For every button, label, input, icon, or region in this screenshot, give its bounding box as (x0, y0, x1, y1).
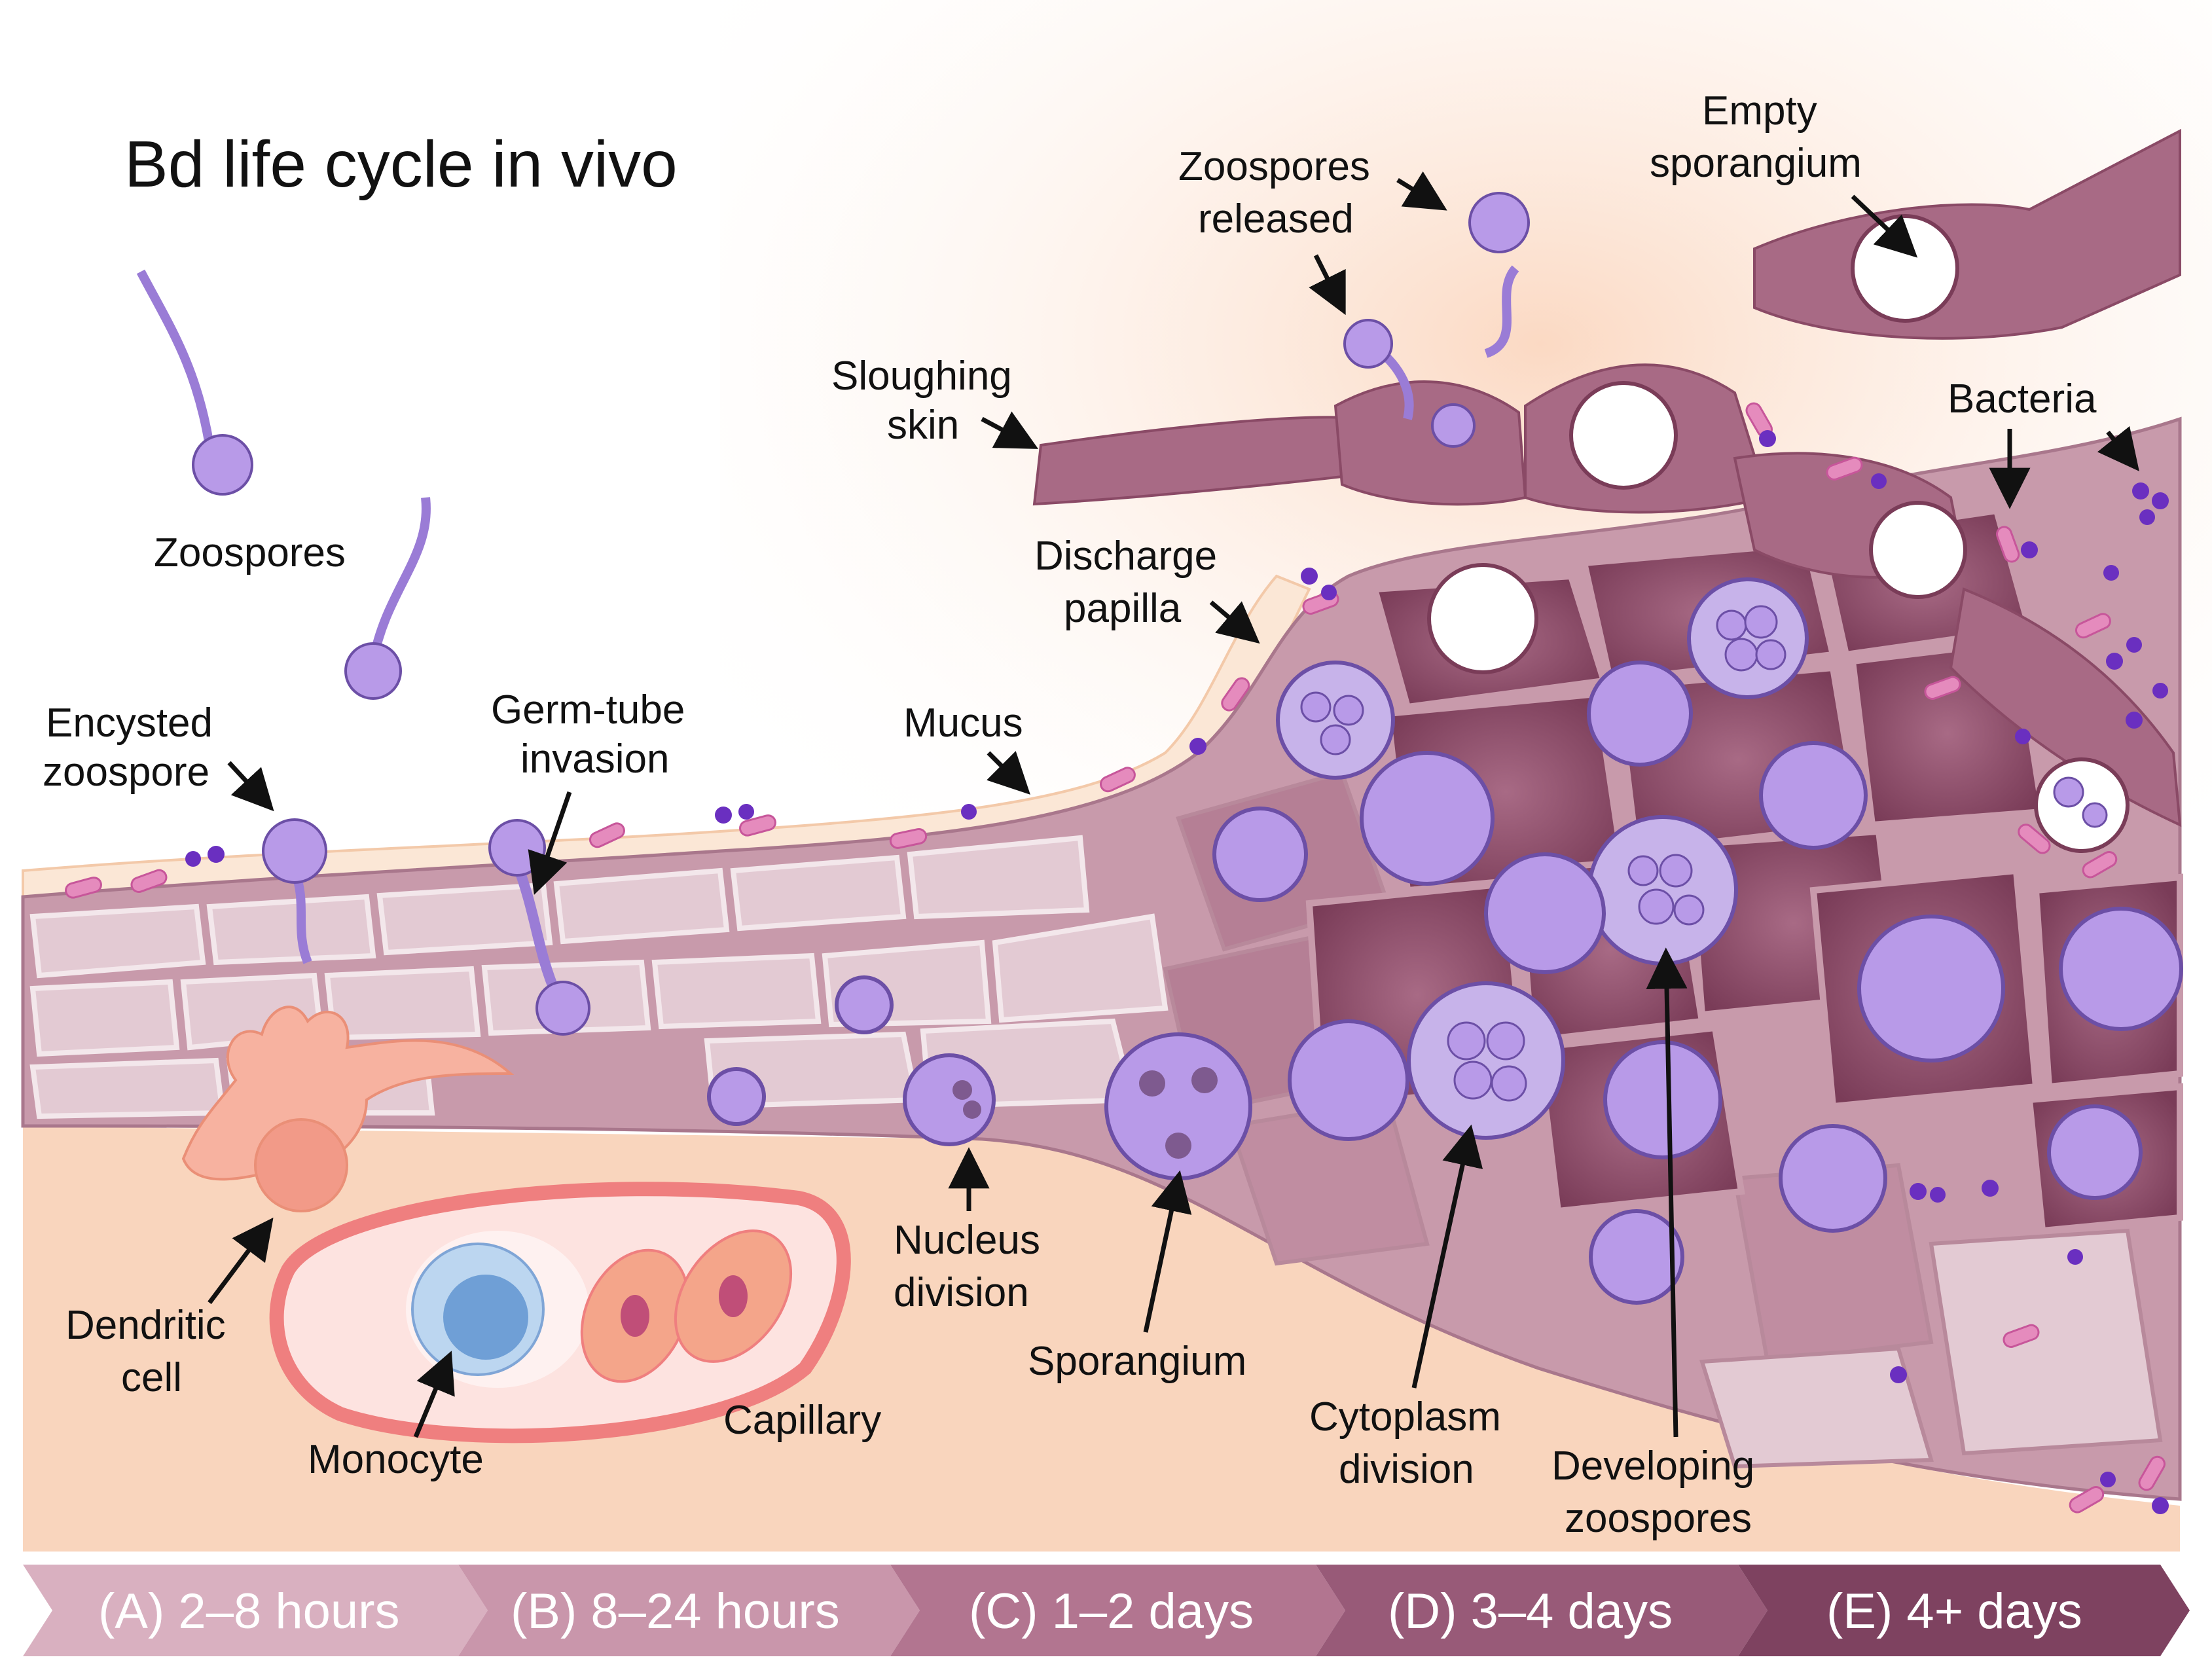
label-capillary: Capillary (723, 1398, 881, 1443)
arrow-developing (1646, 947, 1688, 1438)
label-papilla-2: papilla (1064, 586, 1182, 631)
encysted-zoospores (262, 818, 590, 1036)
label-arrows (208, 171, 2139, 1438)
stage-chevron-b (458, 1565, 920, 1656)
arrow-germ-tube (528, 791, 572, 895)
stage-label-a: (A) 2–8 hours (98, 1584, 399, 1639)
stage-chevron-a (23, 1565, 488, 1656)
label-cytoplasm-2: division (1339, 1447, 1474, 1492)
timeline-bar: (A) 2–8 hours (B) 8–24 hours (C) 1–2 day… (23, 1565, 2190, 1656)
monocyte-cell (411, 1243, 545, 1376)
red-blood-cells (580, 1229, 793, 1383)
label-zoospores: Zoospores (154, 530, 346, 575)
bacteria-cocci (185, 430, 2169, 1514)
arrow-bacteria-right (2097, 426, 2139, 471)
stage-chevron-c (890, 1565, 1345, 1656)
arrow-cytoplasm (1411, 1124, 1483, 1389)
label-released-2: released (1198, 196, 1354, 242)
stage-label-d: (D) 3–4 days (1388, 1584, 1673, 1639)
arrow-papilla (1209, 600, 1260, 644)
label-bacteria: Bacteria (1948, 376, 2097, 422)
stage-label-e: (E) 4+ days (1826, 1584, 2082, 1639)
label-sloughing-1: Sloughing (831, 354, 1012, 399)
label-dendritic-2: cell (121, 1355, 182, 1400)
label-developing-1: Developing (1551, 1443, 1754, 1489)
zoospores-free (136, 192, 1530, 700)
arrow-monocyte (413, 1351, 455, 1438)
label-papilla-1: Discharge (1034, 534, 1217, 579)
arrow-sloughing (981, 411, 1039, 449)
label-germ-1: Germ-tube (491, 687, 685, 733)
label-monocyte: Monocyte (308, 1437, 484, 1482)
label-nucleus-1: Nucleus (894, 1218, 1040, 1263)
diagram-title: Bd life cycle in vivo (124, 128, 678, 201)
label-developing-2: zoospores (1565, 1496, 1752, 1541)
stage-chevron-e (1738, 1565, 2190, 1656)
label-empty-2: sporangium (1650, 141, 1862, 186)
arrow-released-left (1309, 254, 1346, 316)
dendritic-cell (181, 1006, 515, 1212)
label-released-1: Zoospores (1178, 144, 1370, 189)
label-encysted-2: zoospore (43, 750, 209, 795)
bacteria-rods (65, 402, 2166, 1514)
sporangium-nuclei (952, 1067, 1218, 1159)
label-sloughing-2: skin (887, 403, 959, 448)
stage-label-b: (B) 8–24 hours (511, 1584, 840, 1639)
developing-zoospore-spheres (1300, 605, 2108, 1102)
arrow-encysted (227, 761, 274, 812)
arrow-empty (1851, 194, 1918, 258)
sporangia (707, 577, 2183, 1305)
stage-chevron-d (1316, 1565, 1768, 1656)
epidermal-cells-left (29, 835, 1169, 1119)
label-mucus: Mucus (903, 700, 1023, 746)
label-germ-2: invasion (520, 736, 669, 782)
arrow-dendritic (208, 1217, 274, 1305)
label-nucleus-2: division (894, 1270, 1029, 1315)
arrow-sporangium (1143, 1170, 1192, 1333)
label-empty-1: Empty (1702, 88, 1817, 134)
stage-label-c: (C) 1–2 days (969, 1584, 1254, 1639)
label-dendritic-1: Dendritic (65, 1303, 226, 1348)
label-encysted-1: Encysted (46, 700, 213, 746)
arrow-released-right (1396, 171, 1447, 211)
label-cytoplasm-1: Cytoplasm (1309, 1394, 1501, 1440)
arrow-mucus (987, 751, 1030, 795)
label-sporangium: Sporangium (1028, 1339, 1246, 1384)
